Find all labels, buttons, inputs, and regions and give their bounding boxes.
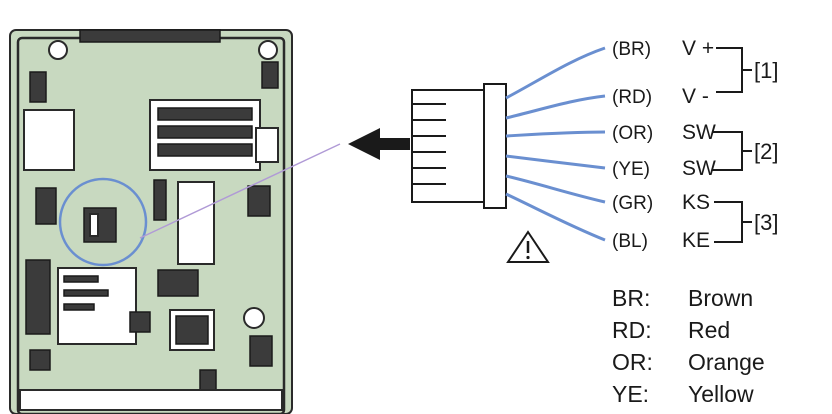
mounting-hole xyxy=(258,40,278,60)
legend-name: Red xyxy=(688,317,730,343)
wire-code: (OR) xyxy=(612,123,653,144)
wire-signal: V + xyxy=(682,37,714,60)
component xyxy=(23,109,75,171)
wire-signal: KS xyxy=(682,191,710,214)
group-label: [2] xyxy=(754,139,778,164)
warning-triangle-icon xyxy=(506,230,550,263)
legend-abbr: RD: xyxy=(612,317,652,343)
group-label: [1] xyxy=(754,58,778,83)
component xyxy=(129,311,151,333)
bottom-connector-strip xyxy=(19,389,283,411)
callout-line xyxy=(139,143,341,239)
legend-name: Brown xyxy=(688,285,753,311)
wire-signal: V - xyxy=(682,85,709,108)
legend-abbr: BR: xyxy=(612,285,650,311)
plug-connector xyxy=(411,83,507,209)
wire-signal: SW xyxy=(682,121,716,144)
component xyxy=(153,179,167,221)
mounting-hole xyxy=(48,40,68,60)
component xyxy=(177,181,215,265)
group-labels: [1] [2] [3] xyxy=(754,58,778,235)
board-connector xyxy=(83,207,117,243)
wire-code: (RD) xyxy=(612,87,652,108)
legend-abbr: OR: xyxy=(612,349,653,375)
component xyxy=(25,259,51,335)
component xyxy=(261,61,279,89)
legend-name: Yellow xyxy=(688,381,754,407)
component xyxy=(35,187,57,225)
arrow-left-icon xyxy=(348,128,410,160)
group-label: [3] xyxy=(754,210,778,235)
component xyxy=(247,185,271,217)
wires xyxy=(505,46,606,242)
terminal-block xyxy=(157,269,199,297)
group-brackets xyxy=(712,47,752,243)
wire-code: (YE) xyxy=(612,159,650,180)
wire-code: (GR) xyxy=(612,193,653,214)
legend-abbr: YE: xyxy=(612,381,649,407)
component xyxy=(29,349,51,371)
pin-header-top xyxy=(79,29,221,43)
wire-signal: SW xyxy=(682,157,716,180)
mounting-hole xyxy=(243,307,265,329)
wire-code: (BL) xyxy=(612,231,648,252)
component xyxy=(249,335,273,367)
component xyxy=(29,71,47,103)
circuit-board xyxy=(9,29,293,414)
color-legend: BR: Brown RD: Red OR: Orange YE: Yellow xyxy=(612,285,765,407)
wire-code: (BR) xyxy=(612,39,651,60)
legend-name: Orange xyxy=(688,349,765,375)
wire-signal: KE xyxy=(682,229,710,252)
wire-labels: (BR) V + (RD) V - (OR) SW (YE) SW (GR) K… xyxy=(612,37,716,252)
highlight-circle xyxy=(58,177,148,267)
